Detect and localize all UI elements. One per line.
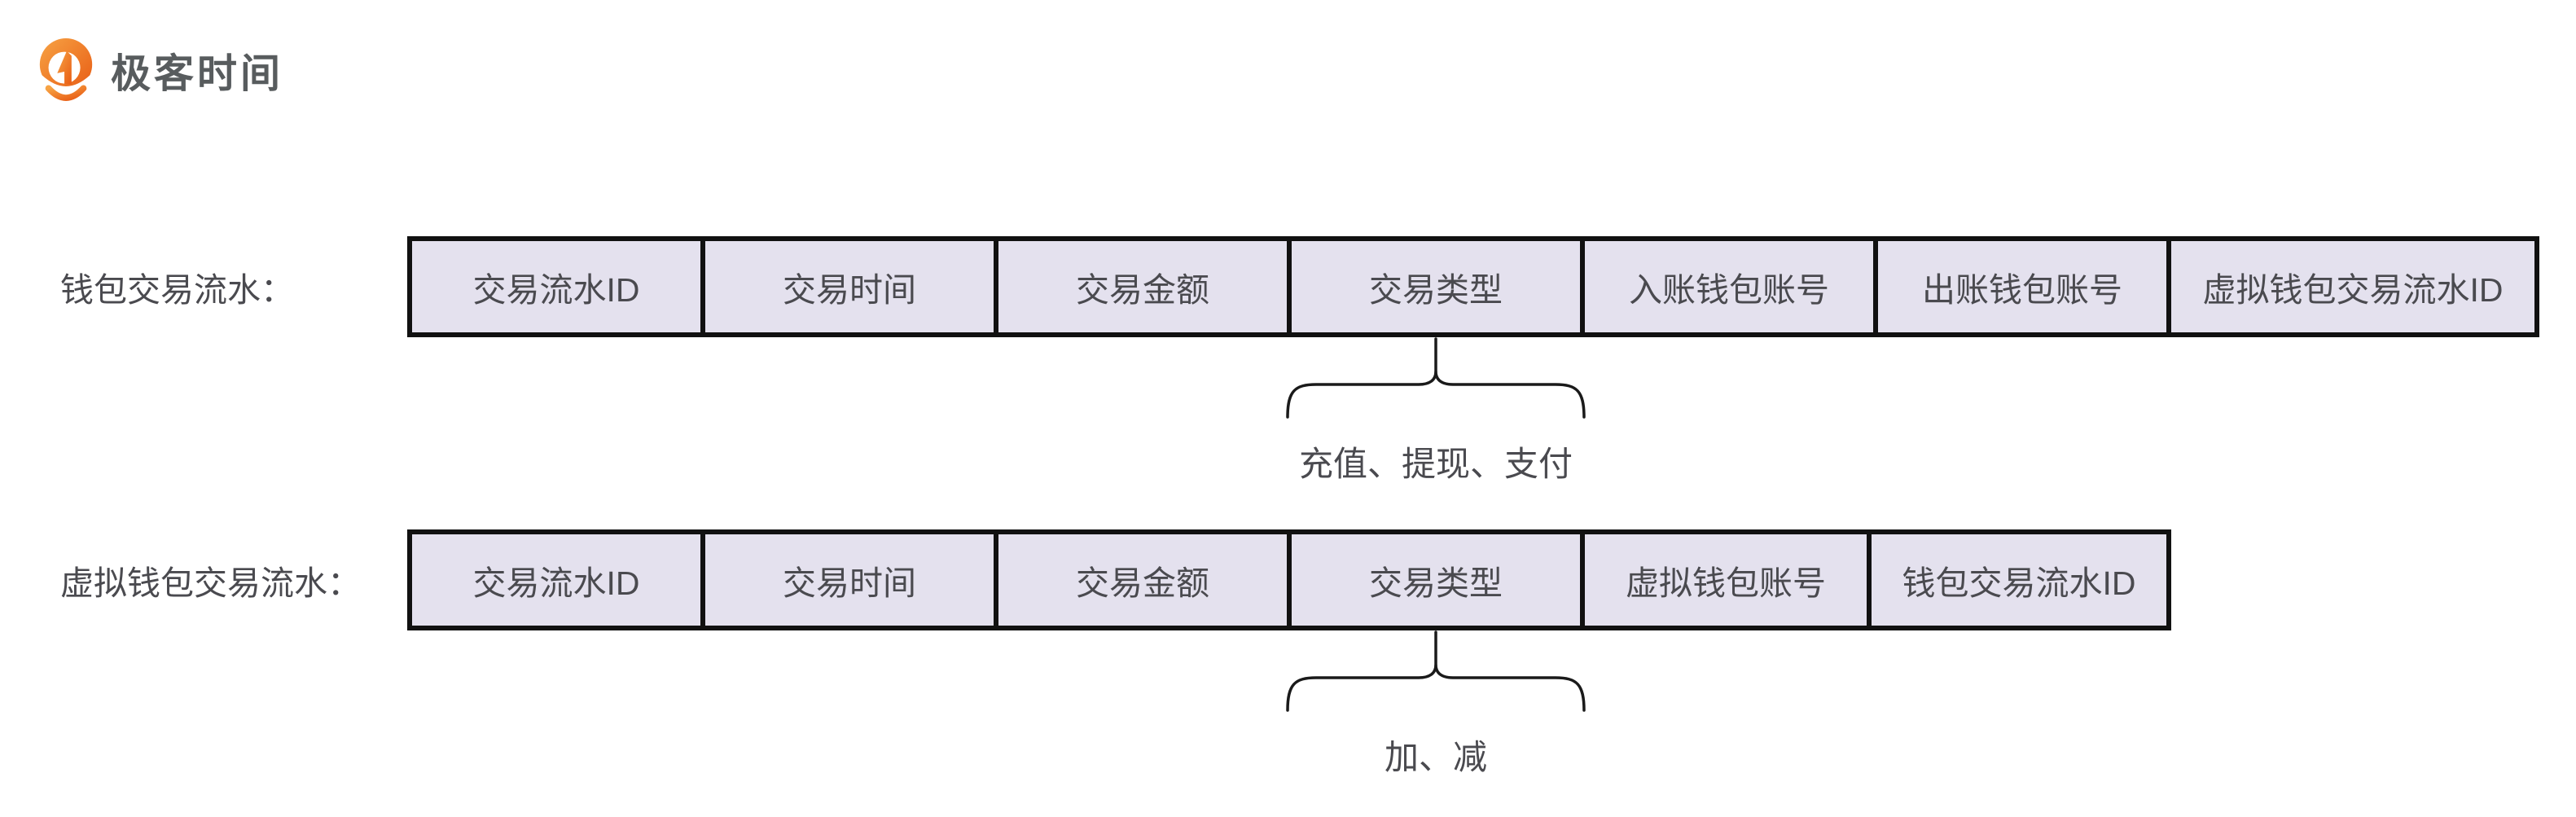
curly-brace-icon	[1286, 337, 1586, 419]
table-cell: 交易金额	[994, 236, 1292, 337]
virtual-wallet-flow-label: 虚拟钱包交易流水：	[60, 564, 361, 602]
table-cell: 交易时间	[700, 529, 998, 630]
table-cell: 交易流水ID	[407, 236, 705, 337]
table-cell: 交易金额	[994, 529, 1292, 630]
table-cell: 虚拟钱包交易流水ID	[2166, 236, 2539, 337]
table-cell: 交易类型	[1287, 236, 1585, 337]
table-cell: 钱包交易流水ID	[1867, 529, 2171, 630]
table-cell: 虚拟钱包账号	[1580, 529, 1872, 630]
curly-brace-icon	[1286, 630, 1586, 712]
wallet-flow-label: 钱包交易流水：	[60, 271, 294, 309]
brand-logo: 极客时间	[34, 34, 283, 106]
virtual-wallet-transaction-types-annotation: 加、减	[1384, 738, 1487, 776]
table-cell: 出账钱包账号	[1873, 236, 2171, 337]
wallet-transaction-types-annotation: 充值、提现、支付	[1298, 445, 1573, 483]
table-cell: 交易时间	[700, 236, 998, 337]
table-cell: 交易流水ID	[407, 529, 705, 630]
table-cell: 交易类型	[1287, 529, 1585, 630]
brand-name: 极客时间	[111, 51, 284, 96]
geektime-logo-icon	[37, 38, 95, 101]
table-cell: 入账钱包账号	[1580, 236, 1878, 337]
